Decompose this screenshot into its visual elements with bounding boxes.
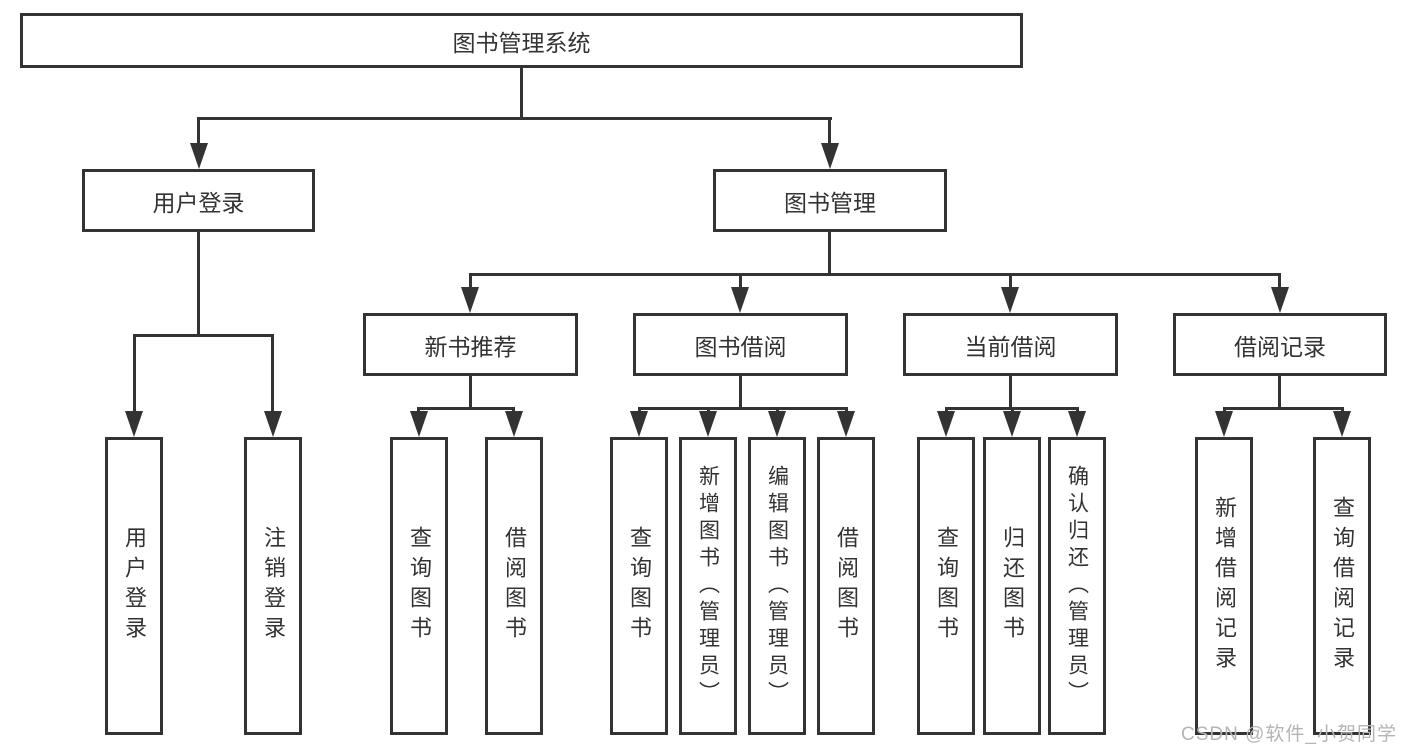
connector-newbookrec-stem (469, 376, 472, 410)
connector-root-hbar (197, 117, 832, 120)
leaf-user-login-label: 用户登录 (122, 526, 147, 646)
arrow-down-icon (125, 411, 143, 437)
arrow-down-icon (1001, 287, 1019, 313)
node-book-mgmt-branch-label: 图书管理 (784, 189, 876, 216)
leaf-borrow-books-2-label: 借阅图书 (834, 526, 859, 646)
connector-drop-book-mgmt (828, 117, 831, 145)
leaf-return-books: 归还图书 (983, 437, 1041, 735)
connector-root-stem (520, 68, 523, 120)
connector-newbookrec-hbar (418, 407, 515, 410)
node-user-login-branch: 用户登录 (82, 169, 315, 232)
arrow-down-icon (505, 411, 523, 437)
leaf-query-borrow-record: 查询借阅记录 (1313, 437, 1371, 735)
arrow-down-icon (937, 411, 955, 437)
arrow-down-icon (768, 411, 786, 437)
connector-bookborrow-hbar (638, 407, 847, 410)
node-new-book-rec-label: 新书推荐 (424, 333, 517, 360)
arrow-down-icon (731, 287, 749, 313)
node-root-label: 图书管理系统 (452, 29, 591, 56)
node-current-borrow: 当前借阅 (903, 313, 1118, 376)
connector-currentborrow-stem (1009, 376, 1012, 410)
connector-borrowrecords-hbar (1223, 407, 1343, 410)
arrow-down-icon (410, 411, 428, 437)
leaf-confirm-return-admin-label: 确认归还（管理员） (1065, 464, 1089, 708)
leaf-user-login: 用户登录 (105, 437, 163, 735)
connector-drop-current-borrow (1009, 273, 1012, 288)
leaf-add-borrow-record-label: 新增借阅记录 (1212, 496, 1237, 676)
node-user-login-branch-label: 用户登录 (152, 189, 245, 216)
node-book-mgmt-branch: 图书管理 (713, 169, 947, 232)
leaf-logout: 注销登录 (244, 437, 302, 735)
node-root: 图书管理系统 (20, 13, 1023, 68)
connector-userlogin-hbar (133, 334, 274, 337)
connector-drop-borrow-records (1278, 273, 1281, 288)
leaf-confirm-return-admin: 确认归还（管理员） (1048, 437, 1106, 735)
node-new-book-rec: 新书推荐 (363, 313, 578, 376)
node-borrow-records-label: 借阅记录 (1234, 333, 1326, 360)
arrow-down-icon (630, 411, 648, 437)
connector-userlogin-stem (197, 232, 200, 337)
connector-drop-new-book-rec (469, 273, 472, 288)
leaf-query-books-3: 查询图书 (917, 437, 975, 735)
leaf-borrow-books-1-label: 借阅图书 (502, 526, 527, 646)
leaf-return-books-label: 归还图书 (1000, 526, 1025, 646)
leaf-logout-label: 注销登录 (261, 526, 286, 646)
arrow-down-icon (1271, 287, 1289, 313)
connector-drop-leaf-user-login (133, 334, 136, 411)
leaf-query-books-1-label: 查询图书 (407, 526, 432, 646)
csdn-watermark: CSDN @软件_小贺同学 (1181, 724, 1397, 745)
leaf-borrow-books-2: 借阅图书 (817, 437, 875, 735)
leaf-add-borrow-record: 新增借阅记录 (1195, 437, 1253, 735)
connector-bookmgmt-stem (828, 232, 831, 276)
leaf-query-books-3-label: 查询图书 (934, 526, 959, 646)
node-borrow-records: 借阅记录 (1173, 313, 1387, 376)
leaf-query-books-1: 查询图书 (390, 437, 448, 735)
connector-bookborrow-stem (739, 376, 742, 410)
leaf-query-books-2-label: 查询图书 (627, 526, 652, 646)
connector-drop-leaf-logout (271, 334, 274, 411)
leaf-query-books-2: 查询图书 (610, 437, 668, 735)
connector-borrowrecords-stem (1278, 376, 1281, 410)
leaf-add-books-admin-label: 新增图书（管理员） (696, 464, 720, 708)
node-book-borrow-label: 图书借阅 (694, 333, 787, 360)
leaf-query-borrow-record-label: 查询借阅记录 (1330, 496, 1355, 676)
arrow-down-icon (264, 411, 282, 437)
leaf-borrow-books-1: 借阅图书 (485, 437, 543, 735)
arrow-down-icon (461, 287, 479, 313)
arrow-down-icon (1003, 411, 1021, 437)
connector-drop-book-borrow (739, 273, 742, 288)
arrow-down-icon (699, 411, 717, 437)
connector-bookmgmt-hbar (469, 273, 1281, 276)
leaf-edit-books-admin: 编辑图书（管理员） (748, 437, 806, 735)
node-current-borrow-label: 当前借阅 (964, 333, 1057, 360)
arrow-down-icon (190, 143, 208, 169)
arrow-down-icon (1068, 411, 1086, 437)
node-book-borrow: 图书借阅 (633, 313, 848, 376)
arrow-down-icon (821, 143, 839, 169)
arrow-down-icon (1215, 411, 1233, 437)
connector-drop-user-login (197, 117, 200, 145)
arrow-down-icon (1333, 411, 1351, 437)
leaf-edit-books-admin-label: 编辑图书（管理员） (765, 464, 789, 708)
arrow-down-icon (837, 411, 855, 437)
leaf-add-books-admin: 新增图书（管理员） (679, 437, 737, 735)
